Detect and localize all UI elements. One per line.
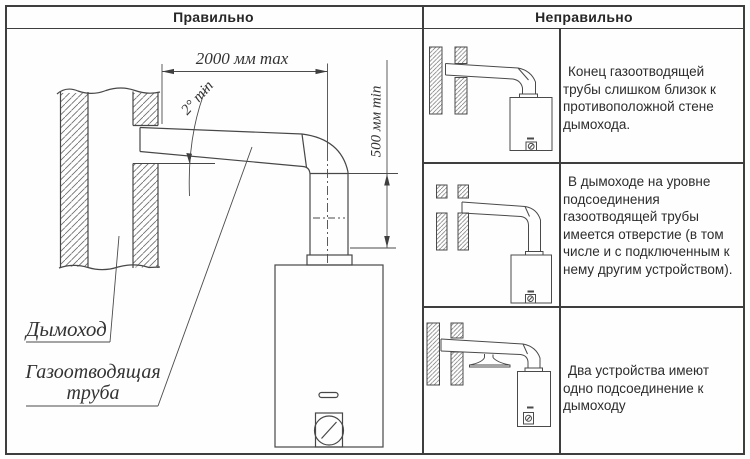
pipe-label: Газоотводящая труба [25,361,161,404]
column-divider-text [559,29,561,455]
border-left [5,5,7,455]
header-incorrect: Неправильно [535,9,633,25]
row-divider-2 [423,306,745,308]
header-divider [5,27,745,29]
chimney-label: Дымоход [26,317,107,341]
border-top [5,5,745,7]
border-bottom [5,453,745,455]
header-correct: Правильно [173,9,254,25]
dimension-width-label: 2000 мм max [195,49,289,68]
dimension-height-label: 500 мм min [368,85,385,158]
wrong-drawing-hole-in-chimney [436,184,552,304]
wrong-drawing-shared-connection [426,322,551,427]
wrong-text-1: Конец газоотводящей трубы слишком близок… [563,64,716,132]
wrong-text-2: В дымоходе на уровне подсоединения газоо… [563,174,733,277]
wrong-text-3: Два устройства имеют одно подсоединение … [563,363,710,413]
border-right [743,5,745,455]
wrong-drawing-pipe-too-close [429,46,553,151]
main-diagram-drawing [26,60,398,448]
column-divider-main [422,5,424,455]
row-divider-1 [423,162,745,164]
